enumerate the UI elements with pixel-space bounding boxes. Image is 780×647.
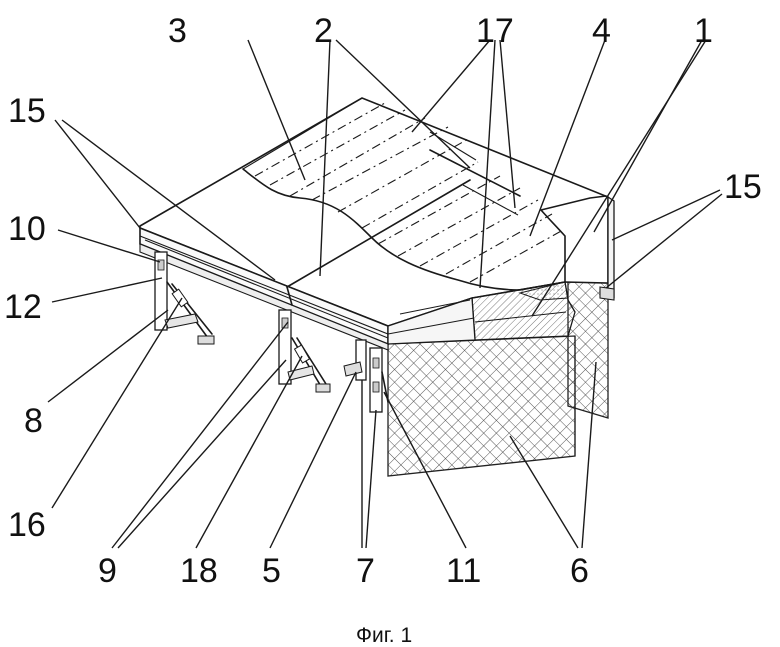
label-18: 18: [180, 552, 218, 590]
roof-slab: [140, 98, 614, 350]
figure-caption: Фиг. 1: [356, 624, 412, 647]
label-2: 2: [314, 12, 333, 50]
label-7: 7: [356, 552, 375, 590]
label-12: 12: [4, 288, 42, 326]
label-15-left: 15: [8, 92, 46, 130]
label-15-right: 15: [724, 168, 762, 206]
label-3: 3: [168, 12, 187, 50]
label-8: 8: [24, 402, 43, 440]
label-17: 17: [476, 12, 514, 50]
label-4: 4: [592, 12, 611, 50]
label-1: 1: [694, 12, 713, 50]
label-11: 11: [446, 552, 481, 590]
label-10: 10: [8, 210, 46, 248]
label-9: 9: [98, 552, 117, 590]
label-16: 16: [8, 506, 46, 544]
label-6: 6: [570, 552, 589, 590]
bracket-right: [344, 340, 388, 412]
label-5: 5: [262, 552, 281, 590]
